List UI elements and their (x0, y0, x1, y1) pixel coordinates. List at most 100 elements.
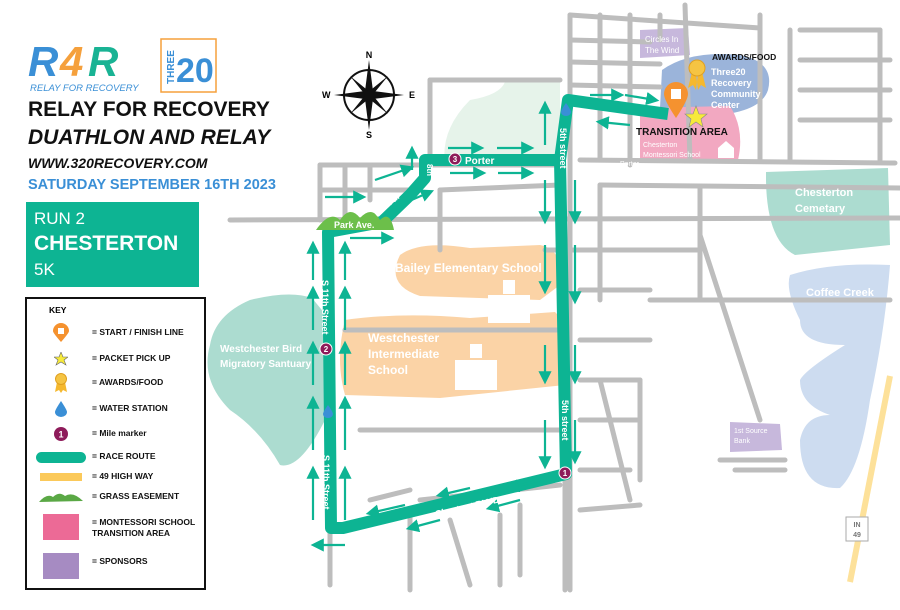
label-montessori-1: Chesterton (643, 142, 677, 149)
awards-ribbon-icon (688, 59, 706, 90)
water-station-icon (561, 103, 571, 116)
svg-text:2: 2 (324, 345, 329, 354)
road (597, 182, 900, 191)
key-label: = GRASS EASEMENT (92, 491, 180, 501)
key-item-grass: = GRASS EASEMENT (27, 487, 204, 507)
label-westchester-1: Westchester (368, 331, 439, 345)
direction-arrow (505, 478, 541, 493)
compass-rose-icon: N S E W (322, 50, 415, 140)
label-circles-1: Circles In (645, 35, 678, 44)
key-label: = PACKET PICK UP (92, 353, 171, 363)
start-finish-pin-icon (664, 82, 688, 118)
label-three20-2: Recovery (711, 78, 752, 88)
road (597, 377, 633, 503)
park-area (444, 80, 560, 165)
key-label: = SPONSORS (92, 556, 148, 566)
road (577, 157, 898, 166)
svg-text:49: 49 (853, 532, 861, 539)
svg-text:IN: IN (854, 522, 861, 529)
map-key: KEY = START / FINISH LINE = PACKET PICK … (25, 297, 206, 590)
bird-sanctuary-area (207, 294, 330, 466)
key-item-awards: = AWARDS/FOOD (27, 373, 204, 393)
star-icon (35, 349, 87, 369)
key-item-route: = RACE ROUTE (27, 447, 204, 467)
event-title: RELAY FOR RECOVERY (28, 98, 270, 121)
svg-text:RELAY FOR RECOVERY: RELAY FOR RECOVERY (30, 83, 139, 94)
key-item-packet-pickup: = PACKET PICK UP (27, 349, 204, 369)
run-number: RUN 2 (34, 209, 86, 228)
r4r-three20-logo: R 4 R RELAY FOR RECOVERY THREE 20 (28, 38, 217, 94)
label-westchester-3: School (368, 363, 408, 377)
key-title: KEY (49, 305, 67, 315)
direction-arrow (435, 486, 471, 500)
road (567, 59, 663, 67)
direction-arrow (399, 189, 435, 207)
direction-arrow (485, 498, 521, 513)
label-sanctuary-2: Migratory Santuary (220, 359, 312, 370)
label-s11-top: S 11th Street (320, 280, 330, 335)
mile-marker-2: 2 (319, 342, 333, 356)
road (567, 12, 763, 31)
school-building-icon (455, 344, 497, 390)
key-label: = RACE ROUTE (92, 451, 156, 461)
label-circles-2: The Wind (645, 46, 679, 55)
water-station-icon (323, 405, 333, 418)
svg-text:S: S (366, 130, 372, 140)
road (437, 182, 563, 193)
water-drop-icon (35, 399, 87, 419)
packet-pickup-star-icon (684, 105, 708, 128)
svg-text:1: 1 (58, 430, 63, 440)
road (697, 232, 763, 423)
label-5th-top: 5th street (558, 128, 568, 169)
direction-arrow (374, 164, 415, 182)
svg-text:R: R (88, 38, 119, 85)
event-date: SATURDAY SEPTEMBER 16TH 2023 (28, 177, 276, 193)
key-item-sponsors: = SPONSORS (27, 552, 204, 580)
event-subtitle: DUATHLON AND RELAY (28, 126, 271, 149)
label-porter: Porter (465, 156, 495, 167)
school-building-icon (488, 280, 530, 323)
label-cemetery-2: Cemetary (795, 203, 846, 215)
label-bank-2: Bank (734, 438, 750, 445)
mile-marker-1: 1 (558, 466, 572, 480)
svg-text:4: 4 (59, 38, 83, 85)
label-montessori-2: Montessori School (643, 152, 701, 159)
svg-text:20: 20 (176, 52, 214, 90)
svg-text:R: R (28, 38, 59, 85)
website-link[interactable]: WWW.320RECOVERY.COM (28, 155, 208, 171)
highway-sign: IN 49 (845, 516, 869, 542)
grass-icon (35, 487, 87, 507)
race-route (322, 94, 669, 534)
svg-text:1: 1 (563, 469, 568, 478)
run-location: CHESTERTON (34, 232, 179, 255)
label-transition: TRANSITION AREA (636, 127, 728, 138)
road (447, 517, 473, 588)
label-westchester-2: Intermediate (368, 347, 440, 361)
label-cemetery-1: Chesterton (795, 187, 853, 199)
first-source-bank-area (730, 422, 782, 452)
westchester-school-area (340, 312, 569, 398)
label-three20-4: Center (711, 100, 740, 110)
key-item-highway: = 49 HIGH WAY (27, 467, 204, 487)
grass-easement: Park Ave. (316, 211, 394, 230)
mile-marker-icon: 1 (35, 424, 87, 444)
key-item-start-finish: = START / FINISH LINE (27, 323, 204, 343)
purple-area-swatch (35, 552, 87, 580)
highway-icon (35, 467, 87, 487)
key-label: = WATER STATION (92, 403, 168, 413)
svg-text:W: W (322, 90, 331, 100)
label-5th-bottom: 5th street (560, 400, 570, 441)
label-porter-small: Porter (620, 161, 640, 168)
road (682, 2, 693, 163)
coffee-creek-area (788, 264, 890, 489)
ribbon-icon (35, 373, 87, 393)
key-label: = 49 HIGH WAY (92, 471, 154, 481)
direction-arrow (365, 503, 406, 518)
direction-arrow (624, 92, 660, 106)
direction-arrow (595, 116, 631, 130)
key-label: = START / FINISH LINE (92, 327, 184, 337)
svg-text:3: 3 (453, 155, 458, 164)
label-sanctuary-1: Westchester Bird (220, 344, 302, 355)
